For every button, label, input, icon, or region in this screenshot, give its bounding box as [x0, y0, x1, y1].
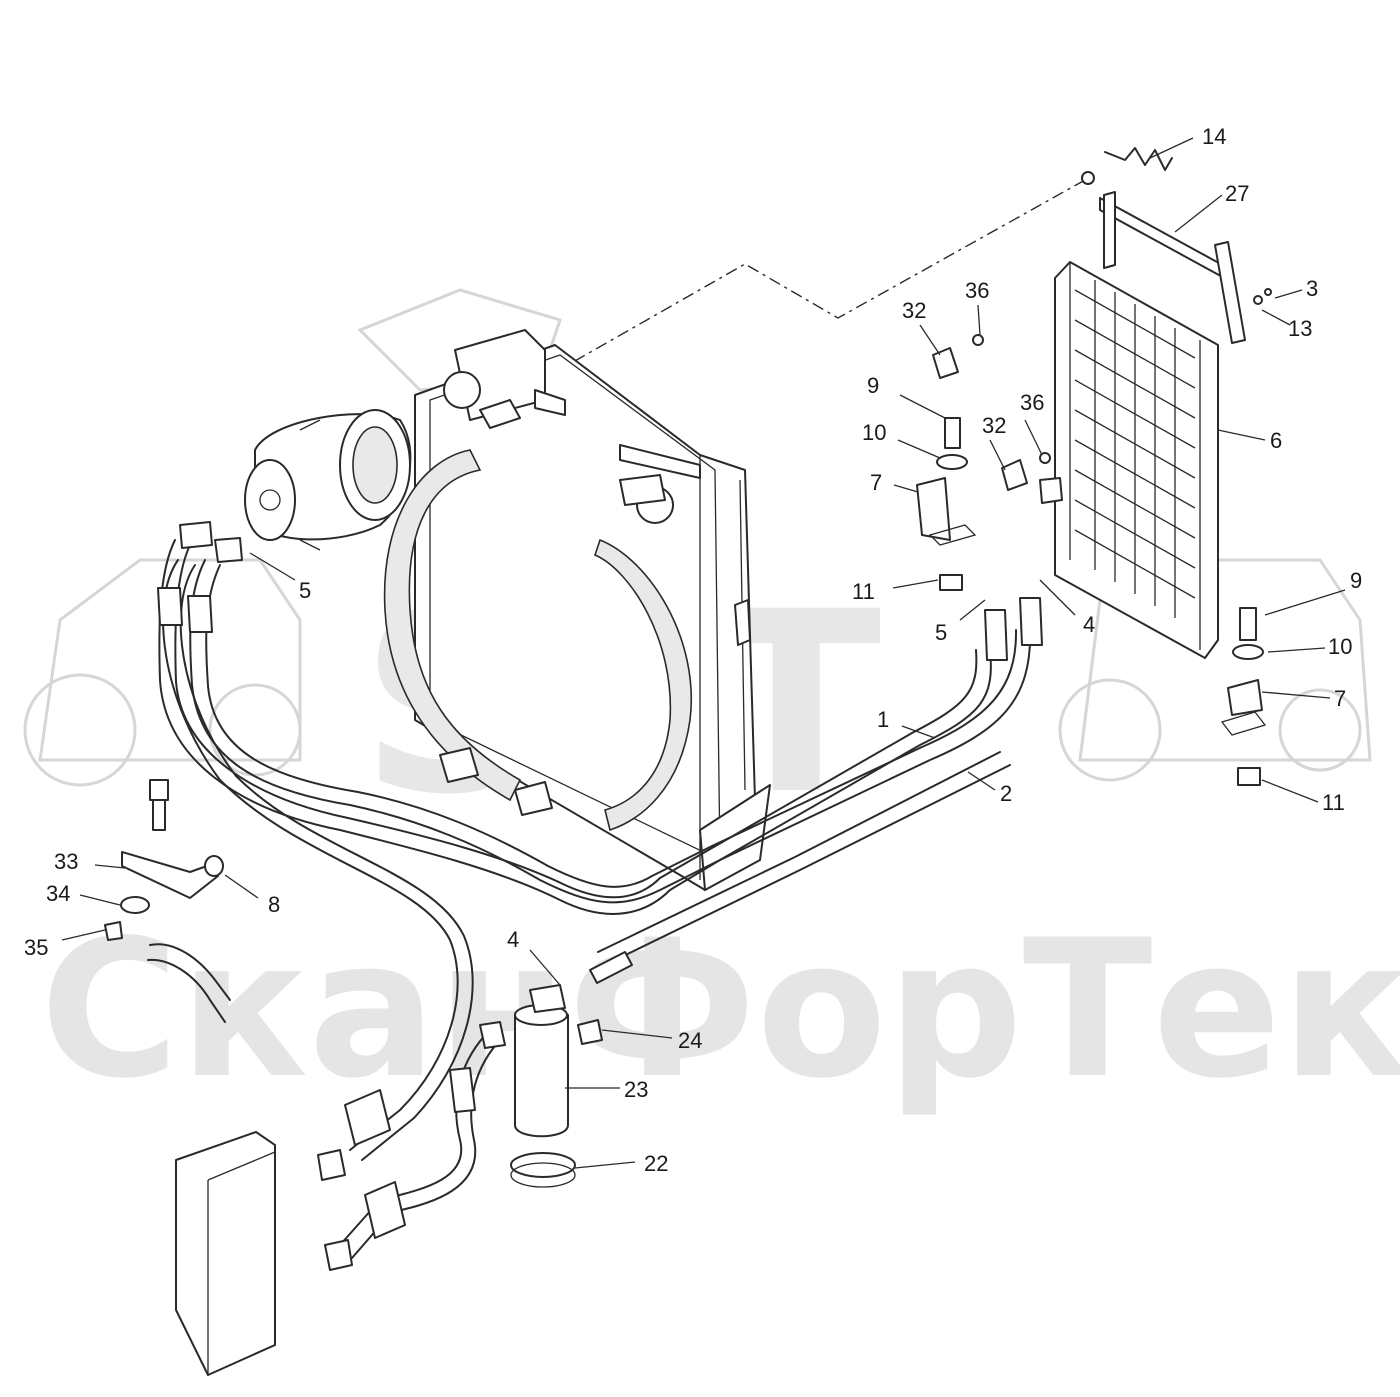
mount-knob-lower — [1001, 452, 1051, 491]
callout-2: 2 — [1000, 781, 1012, 806]
callout-32-lower: 32 — [982, 413, 1006, 438]
upper-mount-bracket — [1081, 171, 1246, 344]
callout-11-lower: 11 — [1322, 790, 1345, 815]
bracket-set-upper — [916, 417, 977, 591]
callout-7-lower: 7 — [1334, 686, 1346, 711]
callout-9-upper: 9 — [867, 373, 879, 398]
watermark-brand-name: СканФорТек — [40, 899, 1400, 1120]
callout-6: 6 — [1270, 428, 1282, 453]
leader-lines — [61, 137, 1346, 1169]
callout-4-condenser: 4 — [1083, 612, 1095, 637]
mount-knob-upper — [932, 334, 984, 379]
callout-1: 1 — [877, 707, 889, 732]
callout-34: 34 — [46, 881, 70, 906]
callout-8: 8 — [268, 892, 280, 917]
routing-dashed-line — [544, 179, 1086, 379]
receiver-drier — [510, 984, 603, 1188]
callout-32-upper: 32 — [902, 298, 926, 323]
hose-lines — [157, 521, 1043, 1271]
callout-7-upper: 7 — [870, 470, 882, 495]
callout-24: 24 — [678, 1028, 702, 1053]
condenser — [1039, 261, 1219, 659]
callout-labels: 14 27 3 13 32 36 9 10 7 11 36 32 6 5 5 4… — [24, 124, 1362, 1176]
callout-27: 27 — [1225, 181, 1249, 206]
callout-9-lower: 9 — [1350, 568, 1362, 593]
callout-10-lower: 10 — [1328, 634, 1352, 659]
compressor — [244, 409, 412, 551]
callout-36-lower: 36 — [1020, 390, 1044, 415]
callout-3: 3 — [1306, 276, 1318, 301]
callout-36-upper: 36 — [965, 278, 989, 303]
callout-23: 23 — [624, 1077, 648, 1102]
callout-13: 13 — [1288, 316, 1312, 341]
cover-panel — [175, 1131, 276, 1376]
retaining-clip — [1104, 147, 1173, 171]
callout-5-compressor: 5 — [299, 578, 311, 603]
callout-14: 14 — [1202, 124, 1226, 149]
callout-5-condenser: 5 — [935, 620, 947, 645]
callout-35: 35 — [24, 935, 48, 960]
callout-10-upper: 10 — [862, 420, 886, 445]
bracket-set-lower — [1220, 607, 1267, 786]
screw-washer-small — [1253, 288, 1272, 305]
callout-11-upper: 11 — [852, 579, 875, 604]
callout-22: 22 — [644, 1151, 668, 1176]
radiator-assembly — [383, 329, 771, 891]
condenser-fin-grid — [1074, 280, 1196, 618]
lower-left-bracket-set — [104, 779, 231, 1023]
callout-4-drier: 4 — [507, 927, 519, 952]
callout-33: 33 — [54, 849, 78, 874]
